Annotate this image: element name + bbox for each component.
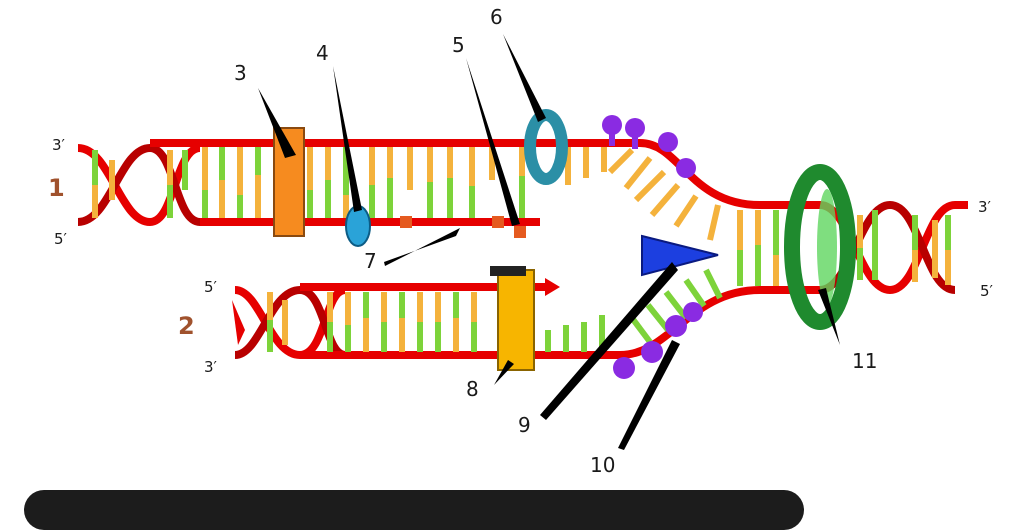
callout-11: 11 bbox=[852, 349, 877, 373]
callout-pointers bbox=[258, 34, 840, 450]
helicase-6 bbox=[524, 109, 568, 185]
primase-9 bbox=[641, 234, 719, 277]
okazaki-junction-2 bbox=[492, 216, 504, 228]
end-label-right-top: 3′ bbox=[978, 198, 992, 216]
callout-10: 10 bbox=[590, 453, 615, 477]
bottom-bar bbox=[24, 490, 804, 530]
end-label-right-bottom: 5′ bbox=[980, 282, 994, 300]
ssb-proteins-top bbox=[602, 115, 696, 178]
strand-number-2: 2 bbox=[178, 312, 195, 340]
end-label-strand2-bottom: 3′ bbox=[204, 358, 218, 376]
callout-7: 7 bbox=[364, 249, 377, 273]
leading-strand-arrow-head bbox=[545, 278, 560, 296]
polymerase-box-8-top bbox=[490, 266, 526, 276]
ssb-proteins-bottom bbox=[613, 302, 703, 379]
end-label-strand1-bottom: 5′ bbox=[54, 230, 68, 248]
strand1-duplex bbox=[150, 139, 640, 238]
okazaki-junction-3 bbox=[514, 226, 526, 238]
callout-8: 8 bbox=[466, 377, 479, 401]
fork-top-arm bbox=[607, 139, 820, 241]
ligase-4 bbox=[345, 205, 371, 247]
callout-5: 5 bbox=[452, 33, 465, 57]
callout-6: 6 bbox=[490, 5, 503, 29]
end-label-strand2-top: 5′ bbox=[204, 278, 218, 296]
okazaki-junction-1 bbox=[400, 216, 412, 228]
callout-9: 9 bbox=[518, 413, 531, 437]
strand1-helix-left bbox=[77, 143, 201, 227]
clamp-11-highlight bbox=[817, 189, 837, 305]
dna-replication-diagram: 3 4 5 6 7 8 9 10 11 1 2 3′ 5′ 5′ 3′ 3′ 5… bbox=[48, 5, 994, 477]
callout-3: 3 bbox=[234, 61, 247, 85]
strand-number-1: 1 bbox=[48, 174, 65, 202]
end-label-strand1-top: 3′ bbox=[52, 136, 66, 154]
callout-4: 4 bbox=[316, 41, 329, 65]
clamp-11 bbox=[784, 164, 856, 330]
polymerase-box-8 bbox=[497, 269, 535, 371]
